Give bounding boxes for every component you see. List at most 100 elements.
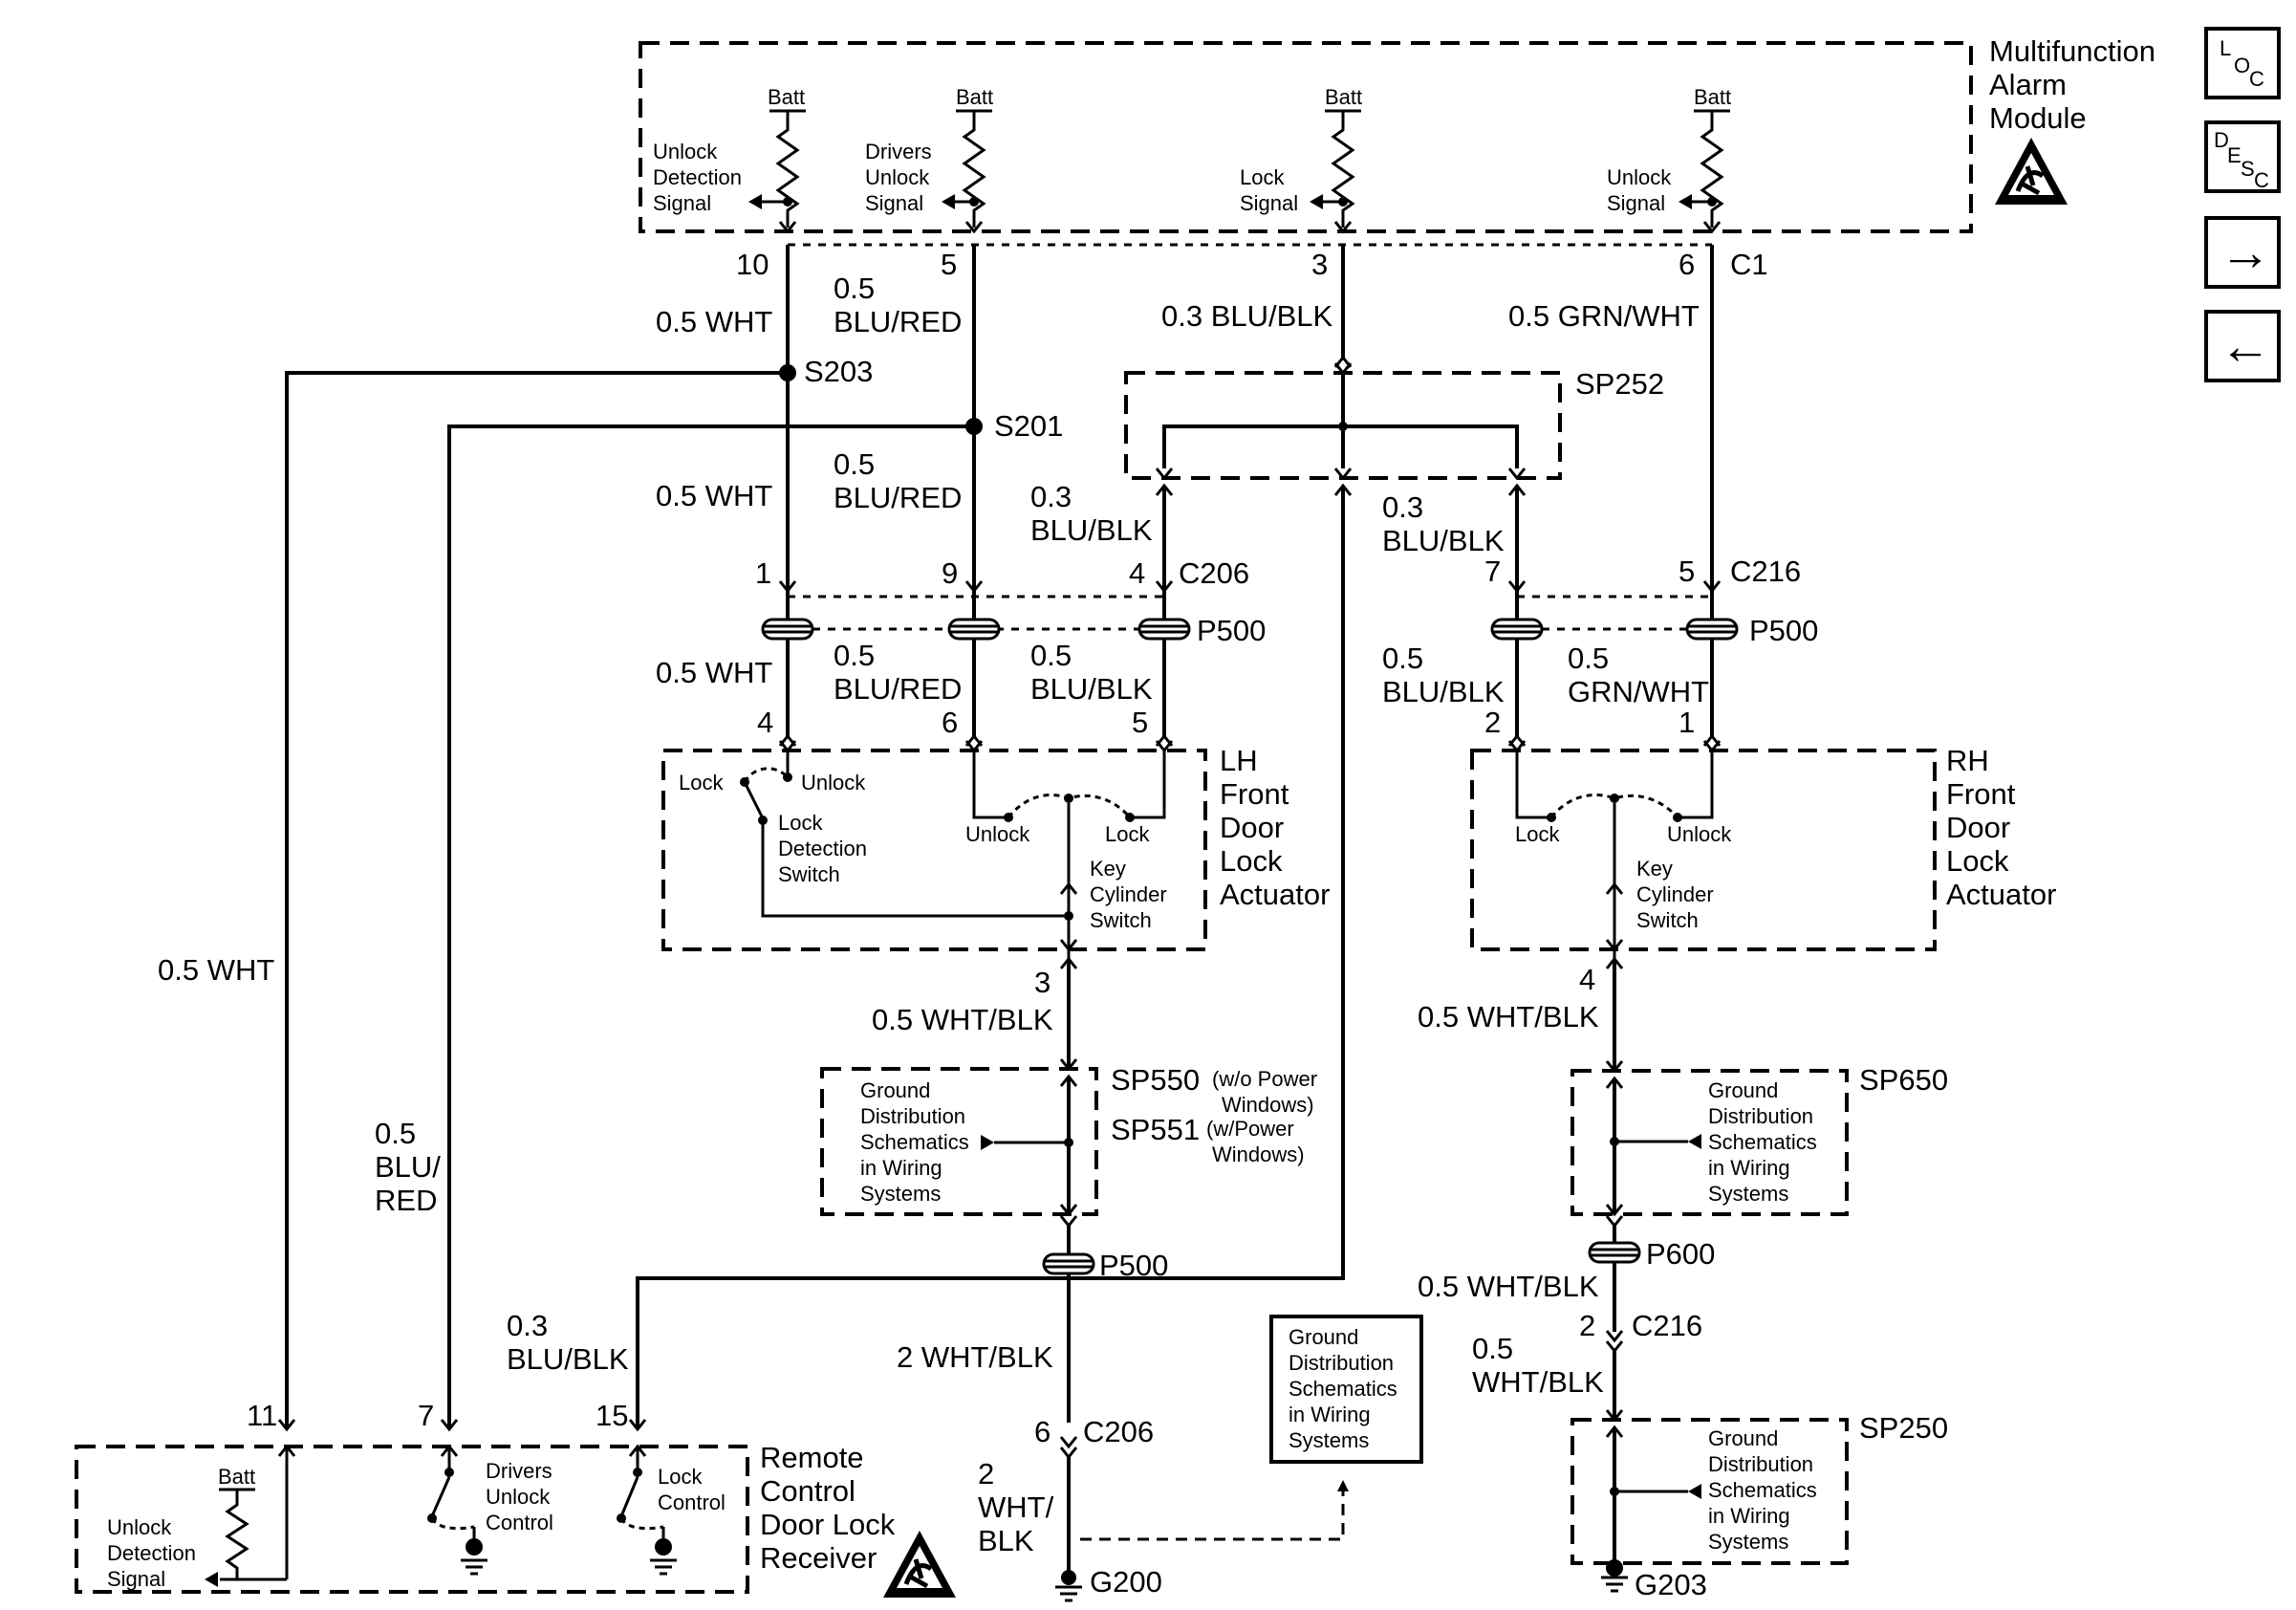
svg-text:Batt: Batt xyxy=(956,85,993,109)
c206-label-lower: C206 xyxy=(1083,1415,1154,1448)
pin-6: 6 xyxy=(1679,248,1695,281)
prev-page-button[interactable]: ← xyxy=(2204,310,2281,382)
pin-receiver-7: 7 xyxy=(418,1399,434,1432)
pin-lh-5: 5 xyxy=(1132,706,1148,739)
svg-text:Unlock: Unlock xyxy=(965,822,1030,846)
wire-label-wht-left: 0.5 WHT xyxy=(158,953,274,987)
pin-lh-6: 6 xyxy=(942,706,958,739)
rh-actuator-box xyxy=(1470,749,1937,951)
arrow-right-icon: → xyxy=(2220,224,2271,281)
p500-label-lh: P500 xyxy=(1197,614,1266,647)
next-page-button[interactable]: → xyxy=(2204,216,2281,289)
multifunction-alarm-module-box xyxy=(639,41,1973,233)
p600-label: P600 xyxy=(1646,1237,1715,1271)
svg-text:Unlock: Unlock xyxy=(801,771,866,794)
svg-text:Lock: Lock xyxy=(1105,822,1150,846)
ground-icon-lock-control xyxy=(648,1558,679,1576)
pin-3: 3 xyxy=(1311,248,1328,281)
pin-4: 4 xyxy=(1129,556,1145,590)
lh-actuator-box xyxy=(661,749,1207,951)
sp550-label: SP550 xyxy=(1111,1063,1200,1097)
loc-button[interactable]: L O C xyxy=(2204,27,2281,99)
pin-c206-6: 6 xyxy=(1034,1415,1051,1448)
svg-text:L: L xyxy=(2220,36,2231,60)
p500-label-rh: P500 xyxy=(1749,614,1818,647)
desc-button[interactable]: D E S C xyxy=(2204,120,2281,193)
pin-5b: 5 xyxy=(1679,555,1695,588)
wire-label-wht-blk-2: 2 WHT/BLK xyxy=(897,1340,1053,1374)
wire-label-wht-3: 0.5 WHT xyxy=(656,656,772,689)
svg-text:Batt: Batt xyxy=(1325,85,1362,109)
wire-blu-blk-to-receiver xyxy=(636,486,1345,1429)
svg-text:Lock: Lock xyxy=(679,771,724,794)
arrow-left-icon: ← xyxy=(2220,317,2271,375)
sp650-box xyxy=(1570,1069,1849,1216)
pin-1: 1 xyxy=(755,556,771,590)
wire-label-wht-2: 0.5 WHT xyxy=(656,479,772,512)
svg-text:E: E xyxy=(2227,143,2242,167)
wire-label-grn-wht: 0.5 GRN/WHT xyxy=(1508,299,1700,333)
c216-label: C216 xyxy=(1730,555,1801,588)
sp551-label: SP551 xyxy=(1111,1113,1200,1146)
sp250-label: SP250 xyxy=(1859,1411,1948,1445)
pin-10: 10 xyxy=(736,248,769,281)
svg-text:O: O xyxy=(2234,54,2250,77)
sp650-label: SP650 xyxy=(1859,1063,1948,1097)
sp252-label: SP252 xyxy=(1575,367,1664,401)
pin-rh-4: 4 xyxy=(1579,963,1595,996)
remote-receiver-box xyxy=(75,1445,749,1594)
pin-7: 7 xyxy=(1484,555,1501,588)
svg-text:D: D xyxy=(2214,128,2229,152)
svg-text:Unlock: Unlock xyxy=(1667,822,1732,846)
ground-icon-g203 xyxy=(1599,1576,1630,1593)
ground-icon-g200 xyxy=(1053,1585,1084,1602)
pin-rh-1: 1 xyxy=(1679,706,1695,739)
svg-text:C: C xyxy=(2249,67,2264,91)
g203-label: G203 xyxy=(1635,1568,1707,1601)
svg-text:S: S xyxy=(2241,157,2255,181)
wire-label-wht-blk-rh: 0.5 WHT/BLK xyxy=(1418,1000,1599,1033)
esd-warning-icon xyxy=(1995,138,2068,205)
wire-label-blu-blk: 0.3 BLU/BLK xyxy=(1161,299,1333,333)
wire-blu-red-to-receiver xyxy=(447,424,974,1429)
wire-wht-to-receiver xyxy=(285,371,788,1429)
pin-9: 9 xyxy=(942,556,958,590)
wire-label-wht-blk-rh-2: 0.5 WHT/BLK xyxy=(1418,1270,1599,1303)
pin-rh-2: 2 xyxy=(1484,706,1501,739)
s201-label: S201 xyxy=(994,409,1063,443)
wire-label-wht: 0.5 WHT xyxy=(656,305,772,338)
svg-text:C: C xyxy=(2254,168,2269,192)
